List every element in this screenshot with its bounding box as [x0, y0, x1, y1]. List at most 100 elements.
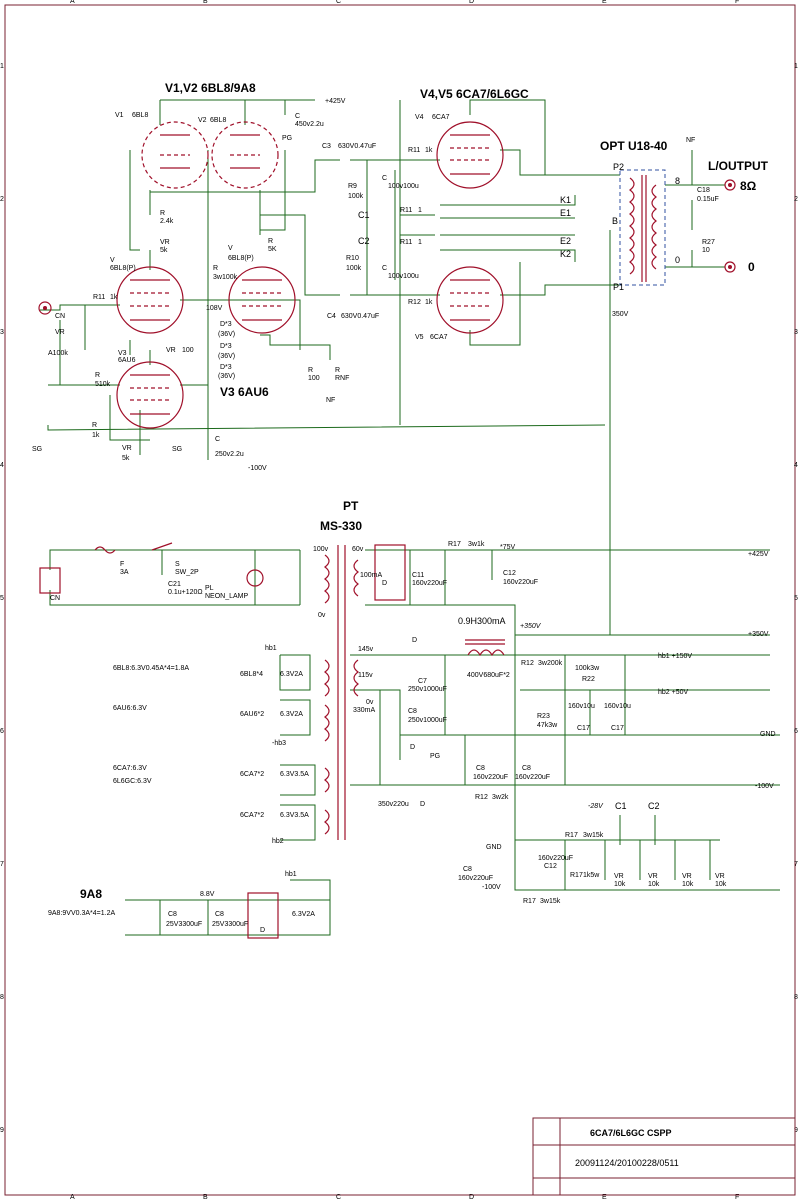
- row-9-right: 9: [794, 1127, 798, 1134]
- label-rnf-value: RNF: [335, 375, 349, 382]
- rail-gnd: GND: [760, 731, 776, 738]
- label-c680: 400V680uF*2: [467, 672, 510, 679]
- wire-heater-2: [280, 699, 311, 736]
- label-h1v: 6.3V2A: [280, 671, 303, 678]
- wire-heater-3: [280, 764, 316, 796]
- label-c3: C3: [322, 143, 331, 150]
- wire-115: [350, 689, 401, 760]
- label-r11c: R11: [400, 207, 412, 214]
- label-r24k: R: [160, 210, 165, 217]
- wire-to-c3: [150, 159, 340, 193]
- label-c8a-value: 250v1000uF: [408, 717, 447, 724]
- pt-heater-4: [324, 809, 330, 835]
- power-transformer: [324, 545, 359, 840]
- label-pl-value: NEON_LAMP: [205, 593, 249, 600]
- label-r17-value: 3w1k: [468, 541, 485, 548]
- label-r11in: R11: [93, 294, 105, 301]
- grid-letters: A B C D E F A B C D E F: [70, 0, 739, 1200]
- row-3-right: 3: [794, 329, 798, 336]
- label-nf2: NF: [326, 397, 335, 404]
- label-v1-type: 6BL8: [132, 112, 148, 119]
- label-c8e-value: 25V3300uF: [212, 921, 248, 928]
- label-vr5k: VR: [160, 239, 170, 246]
- label-v2-type: 6BL8: [210, 117, 226, 124]
- v2b-envelope: [228, 266, 296, 334]
- neon-lamp: [246, 569, 264, 587]
- label-9a8-value: 9A8:9VV0.3A*4=1.2A: [48, 910, 115, 917]
- fuse: [94, 546, 116, 554]
- wire-heater-1: [279, 654, 311, 691]
- label-r11d-value: 1: [418, 239, 422, 246]
- label-sg2: SG: [172, 446, 182, 453]
- title-block: [532, 1117, 796, 1196]
- label-hb1: hb1: [265, 645, 277, 652]
- output-terminal-8[interactable]: [724, 179, 736, 191]
- label-dz1: D*3: [220, 321, 232, 328]
- rail-p425-psu: +425V: [748, 551, 769, 558]
- row-6-right: 6: [794, 728, 798, 735]
- label-hb2: hb2: [272, 838, 284, 845]
- label-choke: 0.9H300mA: [458, 616, 506, 626]
- label-cn2: CN: [50, 595, 60, 602]
- wire-hb1b: [290, 879, 331, 900]
- label-c17a: C17: [577, 725, 590, 732]
- pt-heater-2: [324, 704, 330, 742]
- input-jack[interactable]: [38, 301, 52, 315]
- label-r17d: R17: [523, 898, 536, 905]
- v1-envelope: [141, 121, 209, 189]
- label-h4v: 6.3V3.5A: [280, 812, 309, 819]
- col-f-bottom: F: [735, 1194, 739, 1200]
- mains-connector: [39, 567, 61, 594]
- label-r22: R22: [582, 676, 595, 683]
- col-d: D: [469, 0, 474, 5]
- label-gnd2: GND: [486, 844, 502, 851]
- label-c-top: C: [295, 113, 300, 120]
- wire-mains-l: [49, 549, 300, 570]
- wire-v5-screen: [469, 262, 521, 346]
- wire-to-c4: [260, 214, 340, 296]
- label-m100b: -100V: [482, 884, 501, 891]
- label-c18-value: 0.15uF: [697, 196, 719, 203]
- label-vrc: VR: [682, 873, 692, 880]
- label-c1b: C1: [615, 801, 627, 811]
- label-load2: 6AU6:6.3V: [113, 705, 147, 712]
- label-c8b: C8: [476, 765, 485, 772]
- label-r11c-value: 1: [418, 207, 422, 214]
- col-c-bottom: C: [336, 1194, 341, 1200]
- label-w115v: 115v: [358, 672, 373, 679]
- col-e: E: [602, 0, 607, 5]
- label-dz1-value: (36V): [218, 331, 235, 338]
- heading-opt: OPT U18-40: [600, 139, 668, 153]
- label-r10-value: 100k: [346, 265, 362, 272]
- label-r17b-value: 3w15k: [583, 832, 604, 839]
- heading-outputs: V4,V5 6CA7/6L6GC: [420, 87, 529, 101]
- wire-r1k: [109, 395, 150, 441]
- label-vlow2-type: 6BL8(P): [228, 255, 254, 262]
- label-vrb: VR: [648, 873, 658, 880]
- v2-envelope: [211, 121, 279, 189]
- label-w60v: 60v: [352, 546, 364, 553]
- row-1: 1: [0, 63, 4, 70]
- label-h3v: 6.3V3.5A: [280, 771, 309, 778]
- switch: [151, 542, 173, 551]
- rail-hb2: hb2 +50V: [658, 689, 688, 696]
- label-h2v: 6.3V2A: [280, 711, 303, 718]
- label-r17b: R17: [565, 832, 578, 839]
- label-r1k: R: [92, 422, 97, 429]
- label-c4-value: 630V0.47uF: [341, 313, 379, 320]
- label-c12b: C12: [544, 863, 557, 870]
- output-terminal-0[interactable]: [724, 261, 736, 273]
- heading-output: L/OUTPUT: [708, 159, 769, 173]
- output-transformer: [619, 169, 666, 286]
- label-k2: K2: [560, 249, 571, 259]
- label-load4: 6L6GC:6.3V: [113, 778, 152, 785]
- label-h4: 6CA7*2: [240, 812, 264, 819]
- label-vrc-value: 10k: [682, 881, 694, 888]
- wire-mains-n: [49, 590, 300, 606]
- tube-v1: [141, 121, 209, 189]
- rail-p350-it: +350V: [520, 623, 542, 630]
- label-r22-value: 100k3w: [575, 665, 600, 672]
- label-w145v: 145v: [358, 646, 374, 653]
- label-out8: 8Ω: [740, 179, 757, 193]
- label-s: S: [175, 561, 180, 568]
